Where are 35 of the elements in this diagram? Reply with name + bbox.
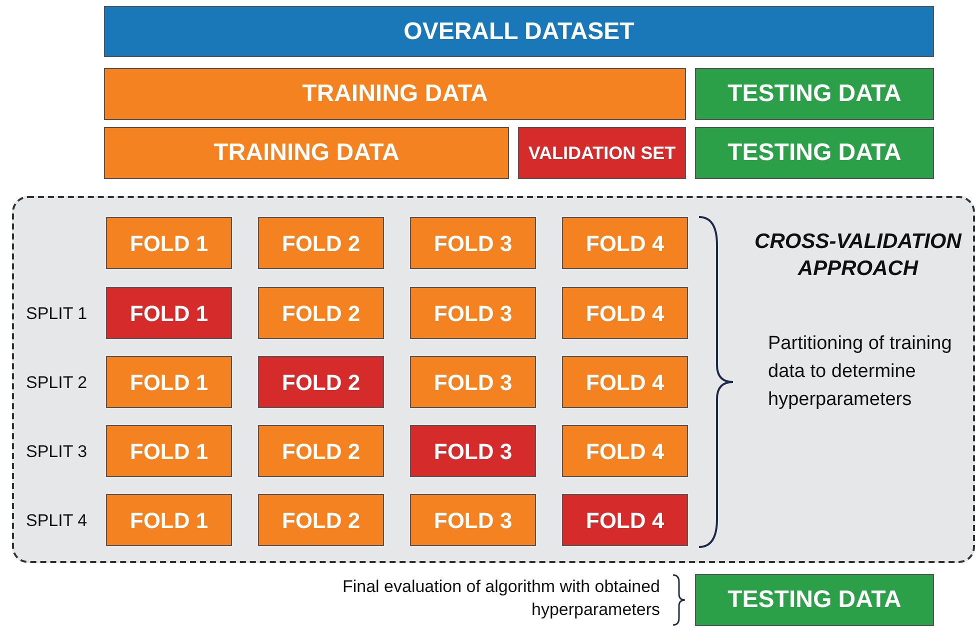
data-block: FOLD 3 [410, 356, 536, 408]
data-block: FOLD 2 [258, 425, 384, 477]
data-block: FOLD 3 [410, 425, 536, 477]
data-block: FOLD 4 [562, 425, 688, 477]
data-block: FOLD 4 [562, 217, 688, 269]
data-block: FOLD 1 [106, 356, 232, 408]
section-heading: CROSS-VALIDATION APPROACH [754, 229, 963, 282]
data-block: FOLD 4 [562, 494, 688, 546]
cross-validation-panel [12, 196, 975, 563]
data-block: OVERALL DATASET [104, 6, 934, 57]
split-label: SPLIT 1 [26, 303, 88, 325]
data-block: FOLD 1 [106, 217, 232, 269]
data-block: FOLD 2 [258, 494, 384, 546]
data-block: TESTING DATA [695, 127, 934, 179]
data-block: TRAINING DATA [104, 127, 509, 179]
data-block: FOLD 3 [410, 287, 536, 339]
data-block: FOLD 2 [258, 356, 384, 408]
data-block: FOLD 2 [258, 217, 384, 269]
data-block: FOLD 4 [562, 356, 688, 408]
data-block: TESTING DATA [695, 574, 934, 626]
note-text: Final evaluation of algorithm with obtained hyperparameters [341, 576, 660, 621]
data-block: FOLD 1 [106, 287, 232, 339]
data-block: FOLD 1 [106, 425, 232, 477]
data-block: FOLD 3 [410, 494, 536, 546]
split-label: SPLIT 2 [26, 372, 88, 394]
data-block: TRAINING DATA [104, 68, 686, 120]
data-block: FOLD 1 [106, 494, 232, 546]
data-block: TESTING DATA [695, 68, 934, 120]
data-block: FOLD 4 [562, 287, 688, 339]
split-label: SPLIT 4 [26, 510, 88, 532]
data-block: FOLD 2 [258, 287, 384, 339]
split-label: SPLIT 3 [26, 441, 88, 463]
description-text: Partitioning of training data to determine hyperparameters [768, 332, 953, 412]
data-block: VALIDATION SET [518, 127, 686, 179]
data-block: FOLD 3 [410, 217, 536, 269]
